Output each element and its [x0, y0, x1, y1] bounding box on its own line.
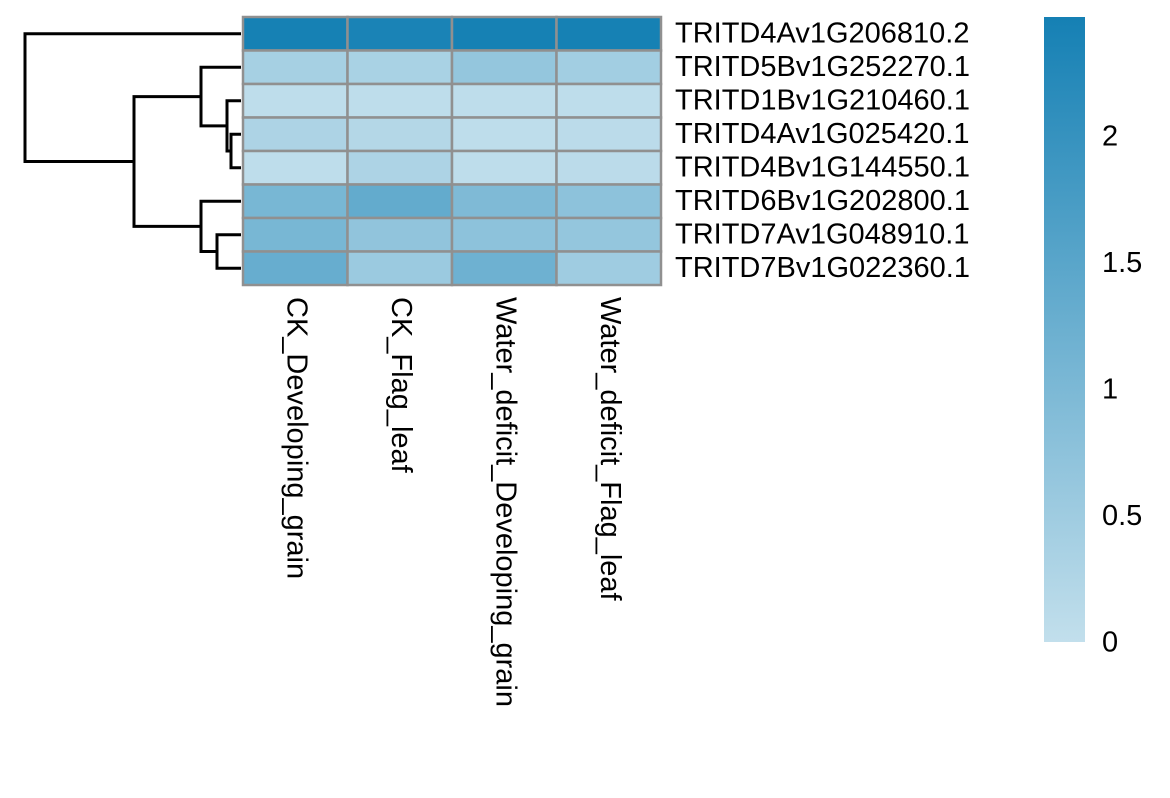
heatmap-cells — [241, 15, 663, 287]
heatmap-cell — [555, 116, 663, 153]
heatmap-cell — [346, 216, 454, 253]
row-label: TRITD1Bv1G210460.1 — [675, 84, 970, 116]
color-legend-tick-label: 2 — [1102, 121, 1118, 153]
row-label: TRITD7Bv1G022360.1 — [675, 252, 970, 284]
heatmap-cell — [555, 183, 663, 220]
color-legend-tick-label: 0 — [1102, 627, 1118, 659]
row-label: TRITD4Bv1G144550.1 — [675, 151, 970, 183]
heatmap-cell — [450, 216, 558, 253]
row-dendrogram — [23, 32, 241, 270]
row-label: TRITD6Bv1G202800.1 — [675, 185, 970, 217]
color-legend-bar — [1044, 17, 1085, 642]
heatmap-cell — [346, 49, 454, 86]
dendrogram-branch — [199, 199, 241, 253]
dendrogram-branch — [225, 99, 241, 153]
row-label: TRITD7Av1G048910.1 — [675, 218, 969, 250]
heatmap-cell — [241, 82, 349, 119]
heatmap-cell — [346, 250, 454, 287]
heatmap-cell — [241, 116, 349, 153]
heatmap-cell — [450, 15, 558, 52]
color-legend-tick-label: 0.5 — [1102, 500, 1142, 532]
dendrogram-branch — [132, 95, 201, 228]
row-labels: TRITD4Av1G206810.2TRITD5Bv1G252270.1TRIT… — [675, 17, 970, 284]
heatmap-cell — [555, 216, 663, 253]
heatmap-cell — [346, 183, 454, 220]
heatmap-cell — [450, 82, 558, 119]
color-legend-tick-label: 1.5 — [1102, 247, 1142, 279]
heatmap-cell — [450, 250, 558, 287]
heatmap-cell — [241, 183, 349, 220]
row-label: TRITD4Av1G025420.1 — [675, 118, 969, 150]
heatmap-cell — [450, 183, 558, 220]
column-label: CK_Developing_grain — [281, 297, 313, 579]
heatmap-cell — [450, 149, 558, 186]
dendrogram-branch — [199, 65, 241, 128]
heatmap-cell — [241, 149, 349, 186]
heatmap-cell — [555, 250, 663, 287]
row-label: TRITD5Bv1G252270.1 — [675, 51, 970, 83]
column-labels: CK_Developing_grain CK_Flag_leaf Water_def… — [281, 297, 627, 707]
dendrogram-branch — [229, 132, 241, 170]
heatmap-cell — [241, 216, 349, 253]
color-legend-tick-label: 1 — [1102, 374, 1118, 406]
heatmap-cell — [555, 49, 663, 86]
column-label: CK_Flag_leaf — [385, 297, 417, 474]
heatmap-cell — [450, 116, 558, 153]
heatmap-cell — [346, 116, 454, 153]
heatmap-cell — [346, 149, 454, 186]
heatmap-cell — [555, 15, 663, 52]
heatmap-cell — [555, 149, 663, 186]
heatmap-cell — [555, 82, 663, 119]
color-legend: 0 0.5 1 1.5 2 — [1044, 17, 1142, 659]
heatmap-cell — [346, 15, 454, 52]
heatmap-cell — [241, 15, 349, 52]
heatmap-cell — [450, 49, 558, 86]
dendrogram-branch — [215, 233, 241, 270]
heatmap-cell — [346, 82, 454, 119]
row-label: TRITD4Av1G206810.2 — [675, 17, 969, 49]
heatmap-cell — [241, 49, 349, 86]
heatmap-cell — [241, 250, 349, 287]
column-label: Water_deficit_Flag_leaf — [594, 297, 626, 602]
column-label: Water_deficit_Developing_grain — [490, 297, 522, 707]
dendrogram-branch — [23, 32, 241, 163]
